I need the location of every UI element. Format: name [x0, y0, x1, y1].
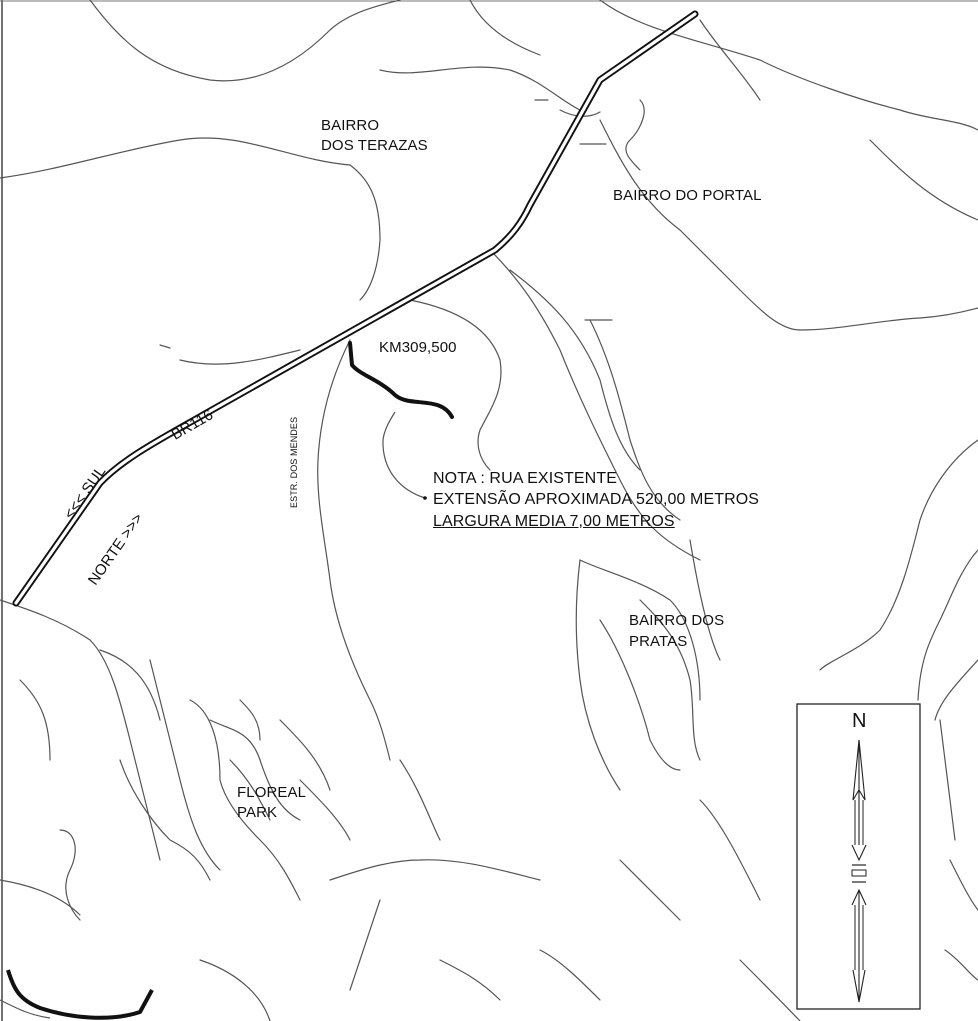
label-bairro-terazas-line1: BAIRRO	[321, 117, 380, 134]
label-bairro-pratas-line2: PRATAS	[629, 633, 688, 650]
note-leader-line	[382, 411, 426, 499]
label-floreal-line2: PARK	[237, 804, 278, 821]
note-line1: NOTA : RUA EXISTENTE	[433, 470, 617, 487]
label-bairro-portal: BAIRRO DO PORTAL	[613, 187, 762, 204]
label-floreal-line1: FLOREAL	[237, 784, 307, 801]
existing-street	[348, 341, 454, 419]
label-estr-mendes: ESTR. DOS MENDES	[289, 416, 299, 508]
label-km: KM309,500	[379, 339, 457, 356]
label-bairro-pratas-line1: BAIRRO DOS	[629, 612, 725, 629]
note-line3: LARGURA MEDIA 7,00 METROS	[433, 513, 675, 530]
note-line2: EXTENSÃO APROXIMADA 520,00 METROS	[433, 491, 760, 508]
north-arrow-icon	[796, 703, 921, 1010]
north-label: N	[852, 710, 867, 732]
label-bairro-terazas-line2: DOS TERAZAS	[321, 137, 428, 154]
bottom-road	[6, 969, 154, 1020]
